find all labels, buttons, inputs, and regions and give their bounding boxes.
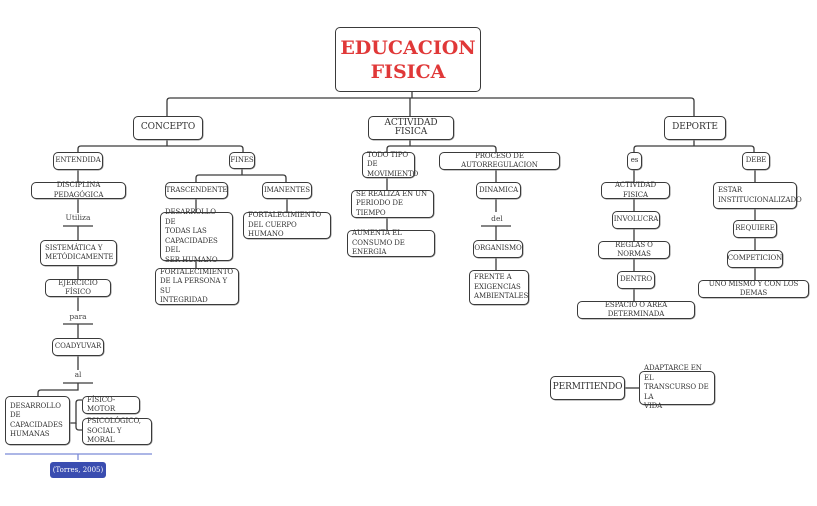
node-se-realiza[interactable]: SE REALIZA EN UN PERIODO DE TIEMPO <box>351 190 434 218</box>
node-frente-exigencias[interactable]: FRENTE A EXIGENCIAS AMBIENTALES <box>469 270 529 305</box>
main-title[interactable]: EDUCACION FISICA <box>335 27 481 92</box>
node-desarrollo-todas[interactable]: DESARROLLO DE TODAS LAS CAPACIDADES DEL … <box>160 208 233 264</box>
node-reglas[interactable]: REGLAS O NORMAS <box>598 241 670 259</box>
node-disciplina-pedagogica[interactable]: DISCIPLINA PEDAGÓGICA <box>31 181 126 199</box>
node-fortalecimiento-cuerpo[interactable]: FORTALECIMIENTO DEL CUERPO HUMANO <box>243 211 331 239</box>
node-proceso[interactable]: PROCESO DE AUTORREGULACION <box>439 152 560 170</box>
node-fines[interactable]: FINES <box>229 152 255 169</box>
node-debe[interactable]: DEBE <box>742 152 770 170</box>
node-fisico-motor[interactable]: FÍSICO-MOTOR <box>82 396 140 414</box>
node-organismo[interactable]: ORGANISMO <box>473 240 523 258</box>
node-uno-mismo[interactable]: UNO MISMO Y CON LOS DEMAS <box>698 280 809 298</box>
link-del: del <box>491 214 503 223</box>
node-es[interactable]: es <box>627 152 642 170</box>
node-competicion[interactable]: COMPETICION <box>727 250 783 268</box>
node-aumenta[interactable]: AUMENTA EL CONSUMO DE ENERGIA <box>347 229 435 257</box>
node-estar-institucionalizado[interactable]: ESTAR INSTITUCIONALIZADO <box>713 182 802 209</box>
node-desarrollo-capacidades[interactable]: DESARROLLO DE CAPACIDADES HUMANAS <box>5 396 70 445</box>
citation-badge[interactable]: (Torres, 2005) <box>50 462 106 478</box>
node-psicologico[interactable]: PSICOLÓGICO, SOCIAL Y MORAL <box>82 417 152 445</box>
node-dentro[interactable]: DENTRO <box>617 271 655 289</box>
node-entendida[interactable]: ENTENDIDA <box>53 152 103 170</box>
link-para: para <box>69 312 87 321</box>
link-utiliza: Utiliza <box>65 213 91 222</box>
node-imanentes[interactable]: IMANENTES <box>262 182 312 199</box>
node-involucra[interactable]: INVOLUCRA <box>612 211 660 229</box>
node-fortalecimiento-persona[interactable]: FORTALECIMIENTO DE LA PERSONA Y SU INTEG… <box>155 268 239 305</box>
link-al: al <box>74 370 82 379</box>
node-sistematica[interactable]: SISTEMÁTICA Y METÓDICAMENTE <box>40 240 117 266</box>
node-ejercicio-fisico[interactable]: EJERCICIO FÍSICO <box>45 279 111 297</box>
node-adaptarce[interactable]: ADAPTARCE EN EL TRANSCURSO DE LA VIDA <box>639 364 715 410</box>
node-todo-tipo[interactable]: TODO TIPO DE MOVIMIENTO <box>362 151 418 178</box>
node-permitiendo[interactable]: PERMITIENDO <box>550 376 625 400</box>
node-deporte[interactable]: DEPORTE <box>664 116 726 140</box>
node-requiere[interactable]: REQUIERE <box>733 220 777 238</box>
node-coadyuvar[interactable]: COADYUVAR <box>52 338 104 356</box>
node-dinamica[interactable]: DINAMICA <box>476 182 521 199</box>
node-trascendente[interactable]: TRASCENDENTE <box>165 182 228 199</box>
node-concepto[interactable]: CONCEPTO <box>133 116 203 140</box>
node-actividad-fisica-deporte[interactable]: ACTIVIDAD FISICA <box>601 181 670 199</box>
node-actividad-fisica[interactable]: ACTIVIDAD FISICA <box>368 116 454 140</box>
node-espacio[interactable]: ESPACIO O AREA DETERMINADA <box>577 301 695 319</box>
